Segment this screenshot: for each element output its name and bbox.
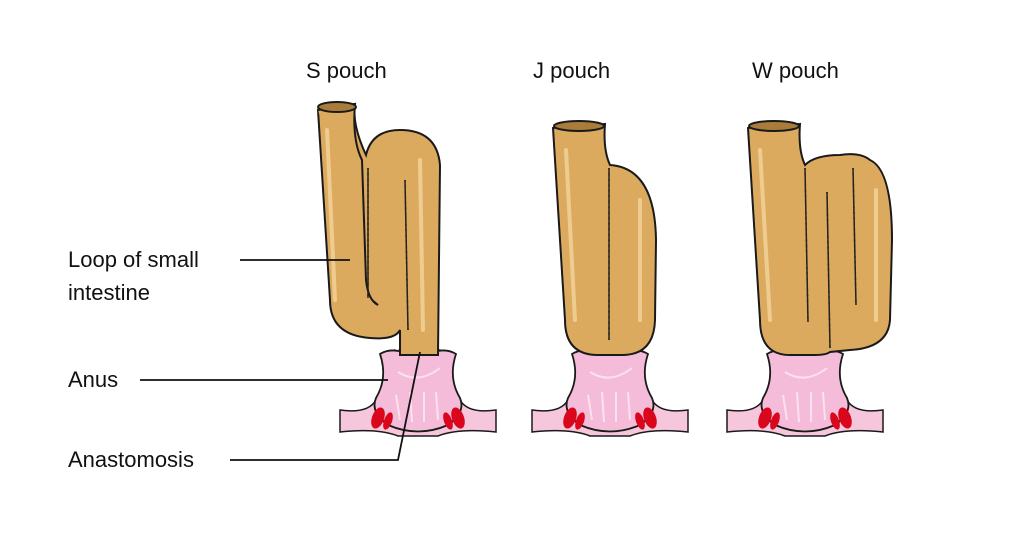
j-pouch-title: J pouch	[533, 58, 611, 83]
loop-label-line1: Loop of small	[68, 247, 199, 272]
s-pouch-title: S pouch	[306, 58, 387, 83]
s-pouch-illustration	[316, 101, 497, 437]
w-pouch-illustration	[726, 120, 894, 437]
anastomosis-label: Anastomosis	[68, 447, 194, 472]
j-pouch-illustration	[531, 120, 689, 437]
loop-label-line2: intestine	[68, 280, 150, 305]
anastomosis-leader-line	[230, 351, 421, 461]
anus-label: Anus	[68, 367, 119, 392]
w-pouch-title: W pouch	[752, 58, 839, 83]
